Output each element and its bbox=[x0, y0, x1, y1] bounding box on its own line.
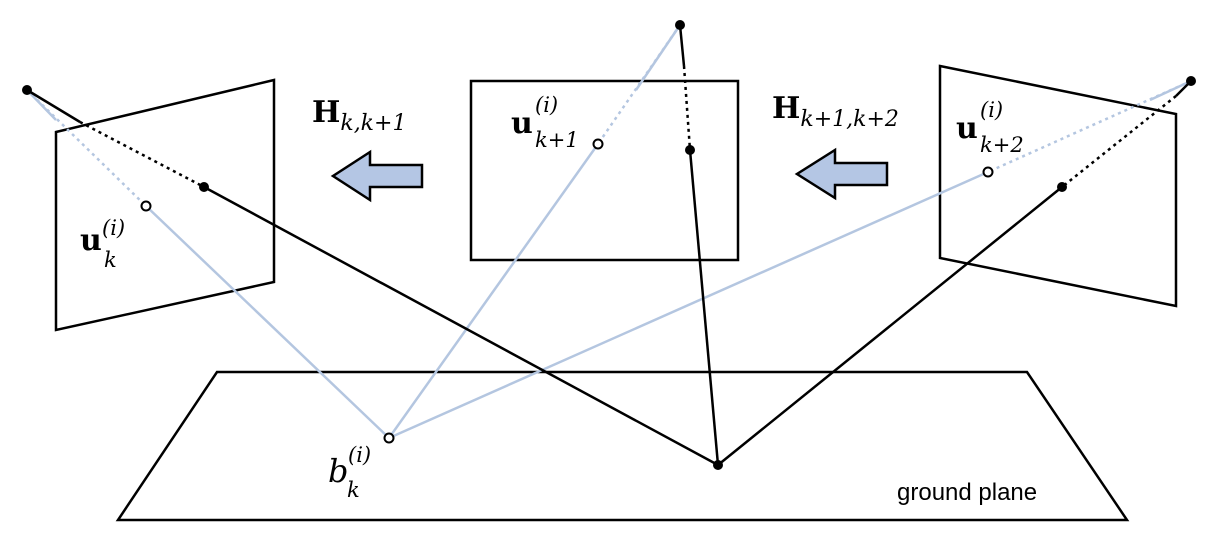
ray-black-middle-dotted bbox=[682, 65, 692, 151]
point-u-k2 bbox=[982, 166, 994, 178]
ray-black-left-dotted bbox=[79, 120, 205, 189]
ray-black-middle bbox=[688, 149, 720, 466]
ray-blue-right bbox=[388, 170, 989, 440]
point-black-right bbox=[1057, 182, 1067, 192]
point-b-k bbox=[383, 432, 395, 444]
ray-blue-middle-outer bbox=[634, 24, 682, 91]
image-plane-left bbox=[54, 78, 276, 332]
ray-black-left bbox=[203, 185, 719, 467]
ray-blue-left bbox=[145, 205, 390, 439]
label-h-left: Hk,k+1 bbox=[312, 95, 406, 136]
label-ground-plane: ground plane bbox=[897, 479, 1037, 506]
ray-black-right-dotted bbox=[1061, 95, 1177, 188]
ray-blue-middle bbox=[387, 143, 600, 439]
ray-black-middle-outer bbox=[678, 24, 686, 67]
point-ground-black bbox=[713, 460, 723, 470]
ground-plane bbox=[115, 370, 1130, 522]
camera-center-middle bbox=[675, 20, 685, 30]
point-black-middle bbox=[685, 145, 695, 155]
label-u-k: u (i) k bbox=[80, 208, 135, 272]
label-h-right: Hk+1,k+2 bbox=[772, 91, 899, 132]
arrow-left-icon bbox=[330, 149, 424, 203]
label-b-k: b (i) k bbox=[328, 432, 381, 502]
camera-center-right bbox=[1186, 76, 1196, 86]
ray-black-left-outer bbox=[26, 88, 81, 124]
label-u-k1: u (i) k+1 bbox=[511, 85, 579, 152]
ray-black-right bbox=[717, 186, 1063, 466]
image-plane-middle bbox=[469, 79, 740, 262]
point-u-k1 bbox=[592, 138, 604, 150]
label-u-k2: u (i) k+2 bbox=[956, 90, 1024, 157]
ray-blue-left-outer bbox=[26, 89, 57, 121]
point-black-left bbox=[199, 182, 209, 192]
point-u-k bbox=[140, 200, 152, 212]
camera-center-left bbox=[22, 85, 32, 95]
ray-blue-right-outer bbox=[1149, 79, 1192, 102]
arrow-right-icon bbox=[794, 147, 889, 201]
